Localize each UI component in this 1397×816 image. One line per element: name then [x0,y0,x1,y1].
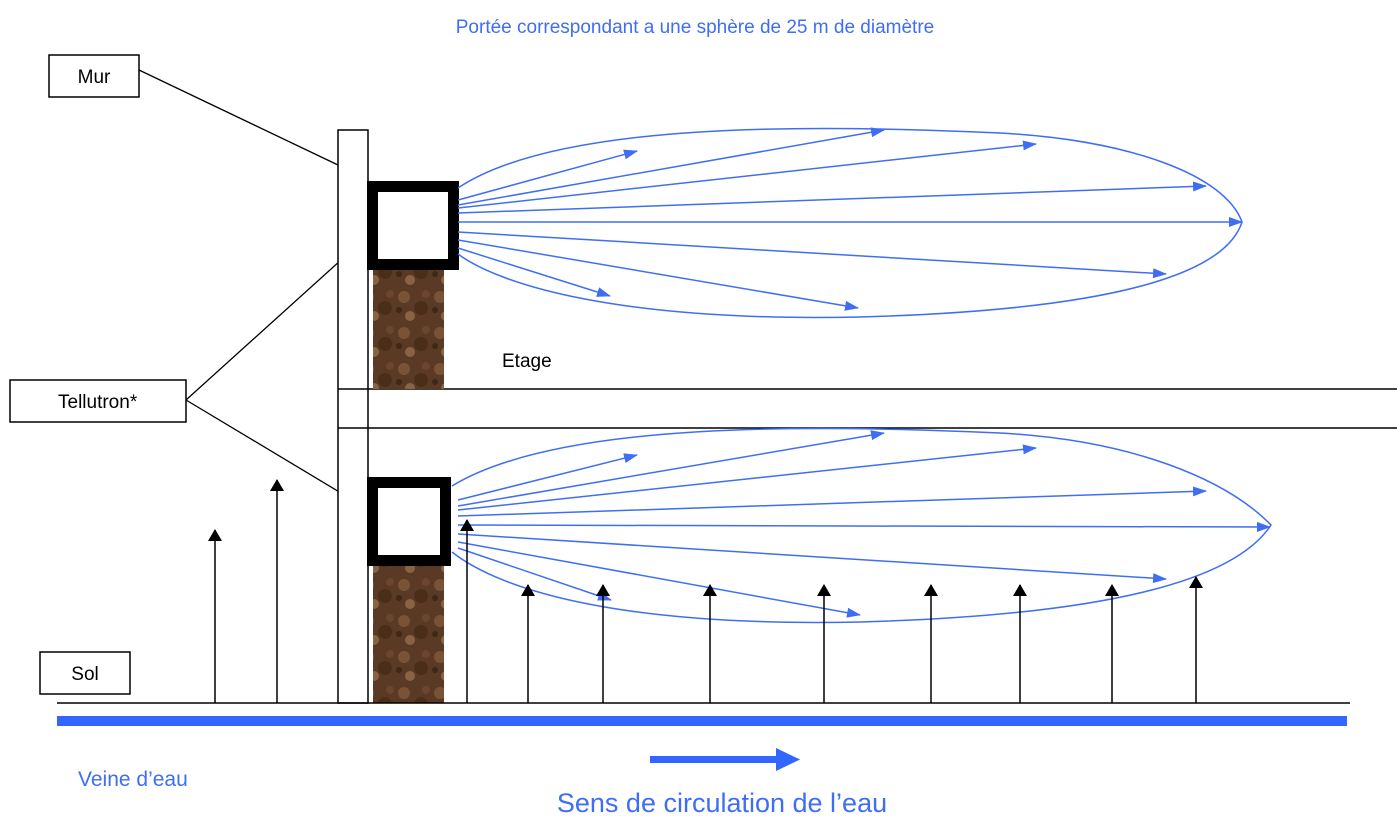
water-flow-label: Sens de circulation de l’eau [557,788,887,816]
flow-direction-arrow [650,748,800,771]
upper-pillar [373,268,444,389]
upper-emission-field [457,127,1243,319]
wall [337,129,369,704]
lower-pillar [373,564,444,703]
floor-slab [338,388,1397,429]
wall-leader-line [138,69,339,166]
wall-label-text: Mur [78,67,111,88]
rising-waves [208,479,1203,703]
lower-tellutron-device [367,477,451,566]
device-label: Tellutron* [9,379,187,423]
upper-tellutron-device [367,181,459,270]
ground-label: Sol [39,651,131,695]
device-label-text: Tellutron* [58,392,138,413]
ground-label-text: Sol [71,664,98,685]
wall-label: Mur [48,54,140,98]
floor-label: Etage [502,351,552,372]
water-vein-label: Veine d’eau [78,768,188,791]
diagram-title: Portée correspondant a une sphère de 25 … [456,17,934,38]
water-vein [57,716,1347,726]
lower-emission-field [451,427,1272,624]
